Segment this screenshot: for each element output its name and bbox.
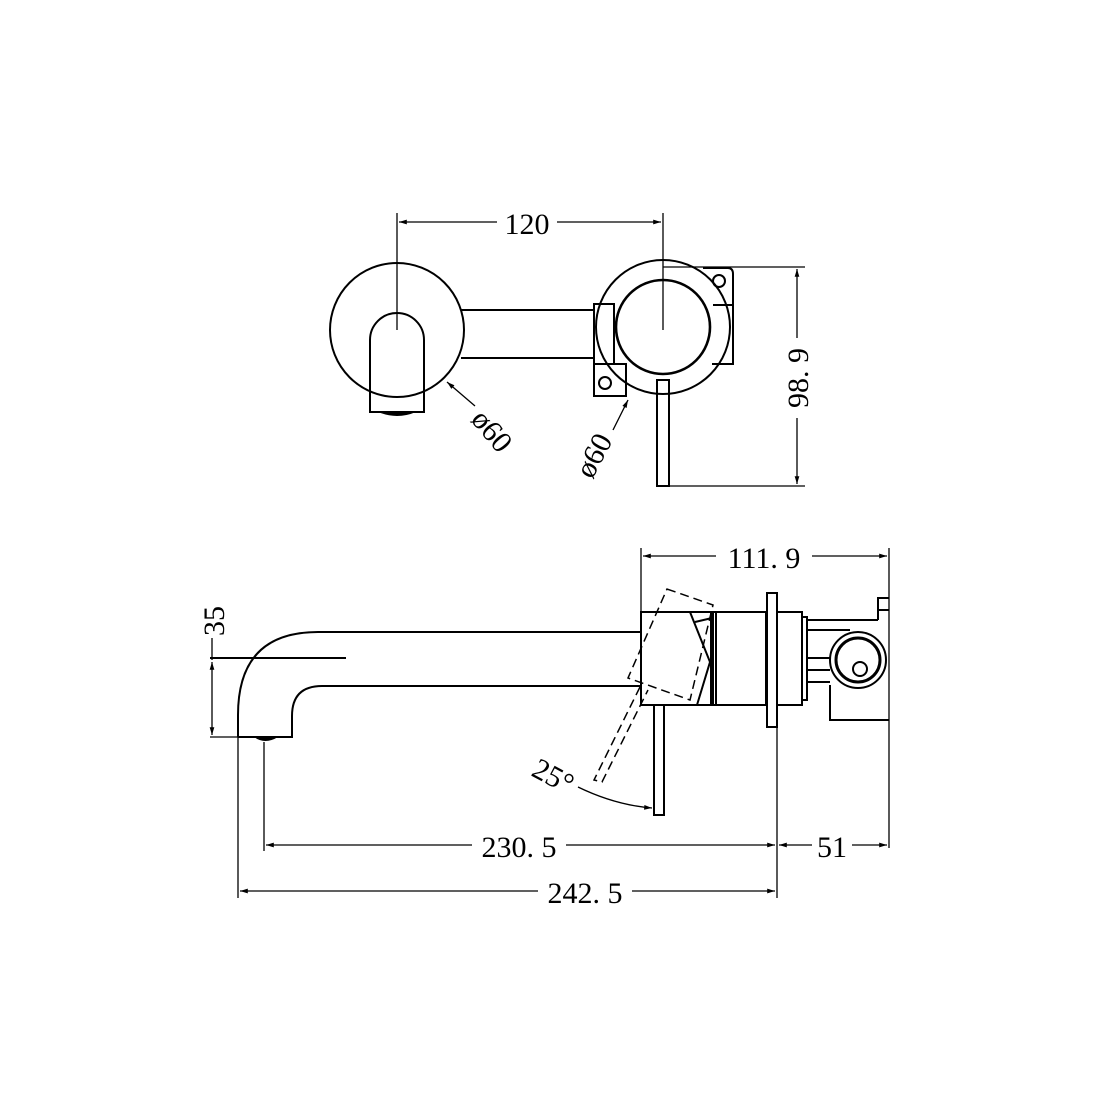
dim-label-35: 35 [198,606,231,636]
dim-label-242-5: 242. 5 [548,877,623,910]
handle-lever-side [653,704,665,816]
front-view: 120 ø60 ø60 [329,208,815,487]
dim-label-25-deg: 25° [527,752,580,801]
dim-label-98-9: 98. 9 [782,348,815,408]
spout-cover-plate [329,262,465,398]
dim-label-51: 51 [817,831,847,864]
spout-outlet [378,412,416,416]
spout-bottom-edge [238,685,641,738]
mixer-handle-lever [656,379,670,487]
dimension-overall-height: 98. 9 [663,266,815,487]
dimension-overall-length: 242. 5 [240,877,775,910]
dim-label-mixer-diameter: ø60 [569,428,619,483]
dim-label-111-9: 111. 9 [728,542,801,575]
spout-outlet-side [254,737,278,741]
dimension-spout-reach: 230. 5 [265,831,775,864]
handle-rotated-25deg [592,588,714,783]
spout-top-edge [237,631,641,737]
dimension-wall-depth: 51 [779,831,887,864]
valve-body [712,592,808,728]
mixer-cover-plate [595,259,731,395]
wall-mount-box [807,597,889,721]
side-view: 111. 9 35 25° [198,542,890,910]
dimension-body-depth: 111. 9 [640,542,890,848]
handle-housing [640,611,713,706]
spout-front [369,312,425,413]
dimension-center-distance: 120 [396,208,664,330]
dim-label-230-5: 230. 5 [482,831,557,864]
angle-arc [577,786,653,810]
mixer-inner-ring [614,278,712,376]
dim-label-spout-diameter: ø60 [465,403,519,459]
dimension-spout-height: 35 [198,606,238,738]
dim-label-120: 120 [505,208,550,241]
